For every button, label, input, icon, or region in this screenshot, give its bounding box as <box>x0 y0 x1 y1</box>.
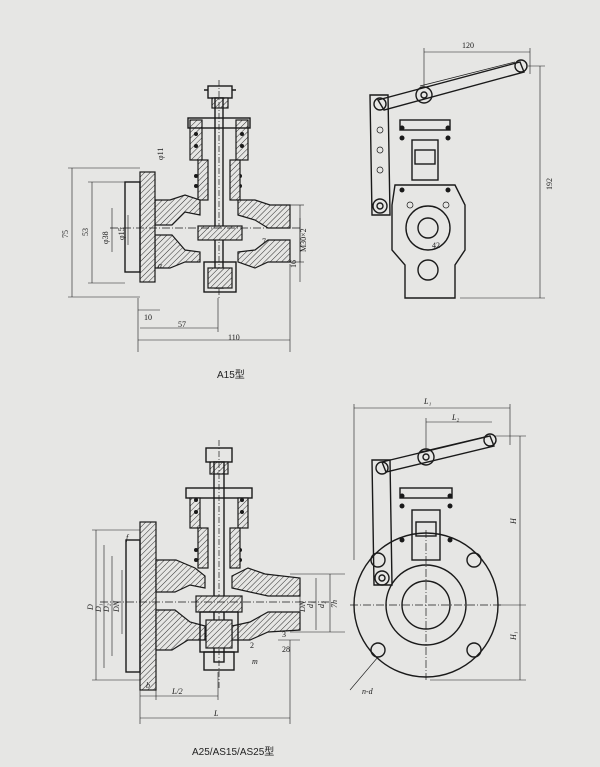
dim-10: 10 <box>144 313 152 322</box>
dim-42: 42 <box>432 241 440 250</box>
dim-L2: L/2 <box>171 687 183 696</box>
dim-15: φ15 <box>117 227 126 240</box>
dim-120: 120 <box>462 41 474 50</box>
dim-L2h: L₂ <box>451 413 459 422</box>
a25-section-view: f D D₁ D₂ DN DN d₁ d₂ 7h 3 28 2 m b L/2 … <box>86 440 345 724</box>
dim-38: φ38 <box>101 231 110 244</box>
dim-2: 2 <box>250 641 254 650</box>
dim-h: 7h <box>330 600 339 608</box>
dim-16: 16 <box>289 260 298 268</box>
dim-H: H <box>509 517 518 525</box>
dim-7: 7 <box>262 237 266 246</box>
dim-DN-right: DN <box>298 600 307 613</box>
dim-m: m <box>252 657 258 666</box>
dim-H1: H₁ <box>509 631 518 641</box>
caption-a15: A15型 <box>217 370 245 381</box>
dim-thread: M30×2 <box>299 228 308 252</box>
dim-L1: L₁ <box>423 397 431 406</box>
a15-side-view: 120 192 42 <box>369 41 554 299</box>
a15-section-view: φ11 75 53 φ38 φ15 7 M30×2 16 10 57 110 α <box>61 80 308 352</box>
dim-d2: d₂ <box>317 601 326 608</box>
caption-a25: A25/AS15/AS25型 <box>192 747 275 758</box>
dim-3: 3 <box>282 630 286 639</box>
dim-d1: d₁ <box>306 601 315 608</box>
dim-75: 75 <box>61 230 70 238</box>
dim-alpha: α <box>158 261 163 270</box>
dim-nd: n-d <box>362 687 374 696</box>
dim-57: 57 <box>178 320 186 329</box>
dim-b: b <box>146 681 150 690</box>
dim-110: 110 <box>228 333 240 342</box>
dim-11: φ11 <box>156 148 165 160</box>
dim-53: 53 <box>81 228 90 236</box>
dim-D1: D₁ <box>94 603 103 613</box>
dim-DN: DN <box>112 600 121 613</box>
dim-f: f <box>126 533 130 542</box>
dim-D2: D₂ <box>102 603 111 613</box>
dim-L: L <box>213 709 219 718</box>
a25-side-view: L₁ L₂ H H₁ n-d <box>349 397 526 696</box>
dim-D: D <box>86 604 95 611</box>
dim-192: 192 <box>545 178 554 190</box>
dim-28: 28 <box>282 645 290 654</box>
